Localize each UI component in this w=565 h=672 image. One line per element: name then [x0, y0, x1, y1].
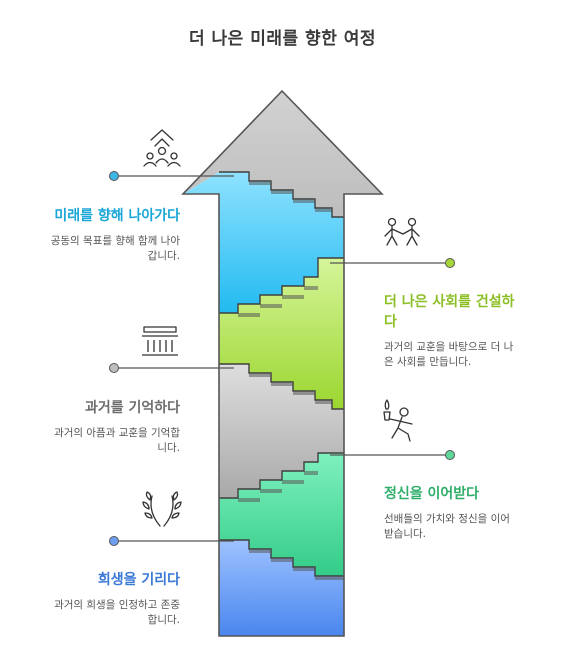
monument-icon [142, 326, 178, 356]
description-memory: 과거의 아픔과 교훈을 기억합 니다. [54, 427, 180, 454]
band-spirit [219, 453, 344, 576]
description-spirit: 선배들의 가치와 정신을 이어 받습니다. [384, 513, 510, 540]
arrow-head [183, 91, 382, 217]
torch-runner-icon [383, 399, 413, 442]
connector-dot-sacrifice [109, 536, 119, 546]
connectors [114, 175, 450, 542]
connector-dot-future [109, 171, 119, 181]
description-future: 공동의 목표를 향해 함께 나아 갑니다. [50, 235, 180, 262]
band-sacrifice [219, 540, 344, 636]
connector-dot-memory [109, 363, 119, 373]
laurel-icon [142, 491, 182, 527]
people-holding-hands-icon [384, 217, 420, 246]
connector-dot-spirit [445, 450, 455, 460]
heading-spirit: 정신을 이어받다 [384, 486, 480, 502]
heading-future: 미래를 향해 나아가다 [54, 208, 180, 224]
team-goal-icon [143, 129, 181, 167]
band-society [219, 258, 344, 409]
band-memory [219, 364, 344, 498]
heading-memory: 과거를 기억하다 [84, 400, 180, 416]
heading-sacrifice: 희생을 기리다 [97, 572, 180, 588]
arrow-outline [181, 89, 384, 637]
connector-dot-society [445, 258, 455, 268]
heading-society: 더 나은 사회를 건설하 다 [384, 294, 515, 330]
description-society: 과거의 교훈을 바탕으로 더 나 은 사회를 만듭니다. [384, 341, 514, 368]
description-sacrifice: 과거의 희생을 인정하고 존중 합니다. [54, 599, 180, 626]
stair-shadows [238, 181, 344, 580]
page-title: 더 나은 미래를 향한 여정 [188, 29, 377, 49]
